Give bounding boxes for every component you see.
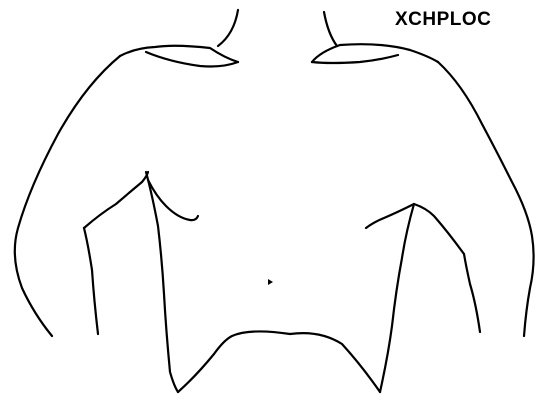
right-arm-inner <box>464 254 480 332</box>
left-arm-outer <box>15 56 120 336</box>
left-shoulder-top <box>120 46 238 62</box>
waist-line <box>178 331 380 392</box>
right-clavicle <box>312 55 398 63</box>
right-armpit <box>414 204 464 254</box>
left-armpit <box>84 172 148 228</box>
left-clavicle <box>146 52 238 67</box>
right-chest-line <box>366 204 414 228</box>
left-torso-side <box>146 172 178 392</box>
neck-right-line <box>324 12 337 46</box>
navel-mark <box>268 279 273 285</box>
diagram-code-label: XCHPLOC <box>395 10 491 29</box>
right-arm-outer <box>438 62 534 336</box>
left-arm-inner <box>84 228 98 334</box>
neck-left-line <box>218 10 238 46</box>
right-torso-side <box>380 204 414 392</box>
